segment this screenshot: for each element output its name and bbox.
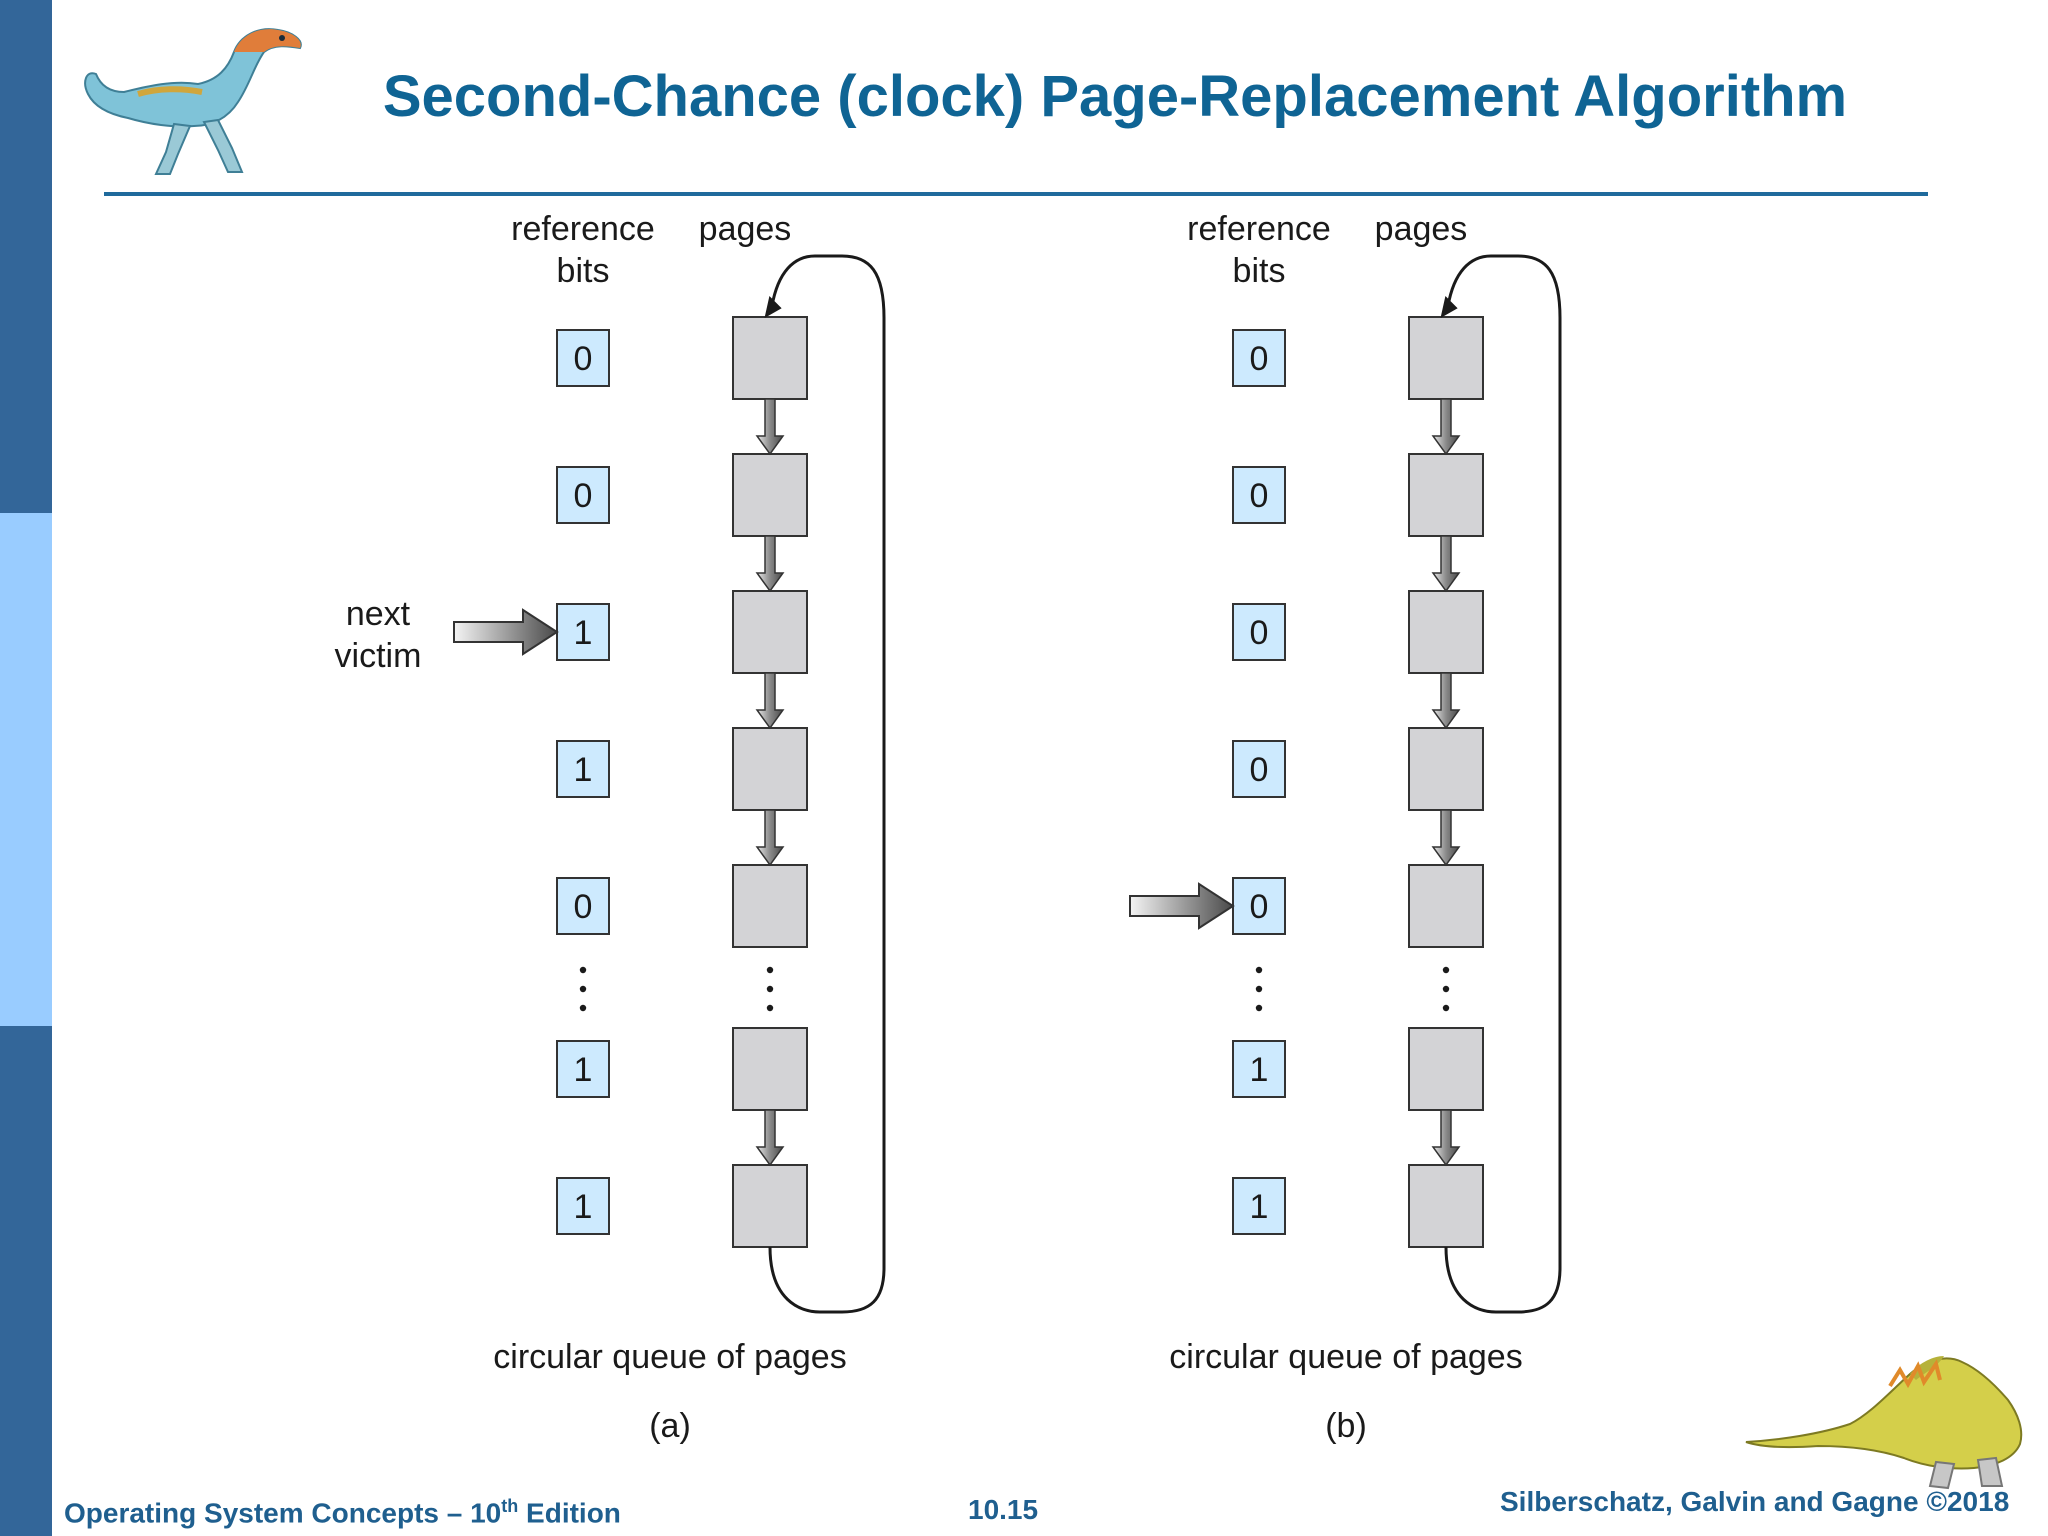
reference-bit-box bbox=[556, 603, 610, 661]
page-frame-box bbox=[732, 316, 808, 400]
reference-bit-value: 1 bbox=[574, 1188, 593, 1226]
down-arrow bbox=[1431, 1109, 1461, 1167]
page-frame-box bbox=[732, 590, 808, 674]
page-frame-box bbox=[732, 864, 808, 948]
sidebar-band-bottom bbox=[0, 1026, 52, 1536]
down-arrow bbox=[755, 809, 785, 867]
reference-bit-box bbox=[556, 1177, 610, 1235]
down-arrow bbox=[755, 398, 785, 456]
reference-bits-header: bits bbox=[557, 252, 610, 290]
page-frame-box bbox=[732, 1027, 808, 1111]
down-arrow bbox=[755, 672, 785, 730]
down-arrow bbox=[1431, 398, 1461, 456]
dinosaur-icon bbox=[1745, 1356, 2023, 1490]
page-frame-box bbox=[1408, 453, 1484, 537]
reference-bit-box bbox=[556, 1040, 610, 1098]
reference-bit-value: 1 bbox=[574, 751, 593, 789]
reference-bit-box bbox=[1232, 1040, 1286, 1098]
reference-bit-value: 0 bbox=[1250, 751, 1269, 789]
ellipsis-dot bbox=[1255, 966, 1263, 974]
page-frame-box bbox=[732, 453, 808, 537]
diagram-panel-b: reference bits pages 0 0 0 0 0 1 1 circular queue … bbox=[1129, 210, 1562, 1445]
page-frame-box bbox=[1408, 590, 1484, 674]
reference-bit-box bbox=[1232, 329, 1286, 387]
ellipsis-dot bbox=[1442, 1004, 1450, 1012]
reference-bit-box bbox=[556, 740, 610, 798]
reference-bit-box bbox=[1232, 603, 1286, 661]
reference-bit-box bbox=[556, 877, 610, 935]
reference-bits-header: reference bbox=[511, 210, 655, 248]
reference-bit-value: 0 bbox=[574, 888, 593, 926]
ellipsis-dot bbox=[766, 966, 774, 974]
title-divider bbox=[104, 192, 1928, 196]
sidebar-band-middle bbox=[0, 513, 52, 1026]
reference-bits-header: reference bbox=[1187, 210, 1331, 248]
reference-bit-value: 1 bbox=[1250, 1051, 1269, 1089]
footer-edition-superscript: th bbox=[501, 1496, 519, 1516]
circular-queue-loop bbox=[768, 254, 886, 1314]
reference-bit-box bbox=[1232, 466, 1286, 524]
ellipsis-dot bbox=[766, 1004, 774, 1012]
reference-bit-value: 1 bbox=[1250, 1188, 1269, 1226]
footer-book-title: Operating System Concepts – 10th Edition bbox=[64, 1496, 621, 1529]
footer-page-number: 10.15 bbox=[968, 1494, 1039, 1525]
panel-caption: (b) bbox=[1325, 1407, 1367, 1445]
panel-caption: (a) bbox=[649, 1407, 691, 1445]
ellipsis-dot bbox=[579, 966, 587, 974]
ellipsis-dot bbox=[1442, 985, 1450, 993]
reference-bit-value: 0 bbox=[1250, 888, 1269, 926]
next-victim-label: next bbox=[346, 595, 411, 633]
clock-hand-arrow bbox=[453, 608, 559, 656]
reference-bit-box bbox=[1232, 1177, 1286, 1235]
circular-queue-loop bbox=[1444, 254, 1562, 1314]
loop-arrowhead bbox=[1440, 296, 1458, 318]
ellipsis-dot bbox=[766, 985, 774, 993]
pages-header: pages bbox=[1375, 210, 1468, 248]
slide-title: Second-Chance (clock) Page-Replacement A… bbox=[382, 64, 1848, 129]
clock-hand-arrow bbox=[1129, 882, 1235, 930]
page-frame-box bbox=[732, 1164, 808, 1248]
next-victim-label: victim bbox=[335, 637, 422, 675]
footer-book-name: Operating System Concepts – 10 bbox=[64, 1497, 502, 1529]
page-frame-box bbox=[1408, 1164, 1484, 1248]
footer-edition-word: Edition bbox=[518, 1497, 621, 1529]
reference-bit-value: 0 bbox=[1250, 340, 1269, 378]
page-frame-box bbox=[1408, 864, 1484, 948]
ellipsis-dot bbox=[579, 985, 587, 993]
page-frame-box bbox=[1408, 1027, 1484, 1111]
dinosaur-icon bbox=[84, 28, 302, 175]
reference-bit-value: 0 bbox=[1250, 614, 1269, 652]
ellipsis-dot bbox=[579, 1004, 587, 1012]
reference-bit-value: 1 bbox=[574, 614, 593, 652]
reference-bit-box bbox=[1232, 740, 1286, 798]
pages-header: pages bbox=[699, 210, 792, 248]
reference-bit-value: 0 bbox=[574, 477, 593, 515]
loop-arrowhead bbox=[764, 296, 782, 318]
down-arrow bbox=[1431, 672, 1461, 730]
down-arrow bbox=[755, 1109, 785, 1167]
sidebar-band-top bbox=[0, 0, 52, 513]
ellipsis-dot bbox=[1255, 985, 1263, 993]
down-arrow bbox=[1431, 809, 1461, 867]
circular-queue-caption: circular queue of pages bbox=[493, 1338, 846, 1376]
reference-bit-box bbox=[556, 466, 610, 524]
page-frame-box bbox=[1408, 727, 1484, 811]
diagram-panel-a: reference bits pages 0 0 1 1 0 1 1 next victim circu… bbox=[335, 210, 886, 1445]
reference-bit-value: 0 bbox=[1250, 477, 1269, 515]
ellipsis-dot bbox=[1255, 1004, 1263, 1012]
reference-bit-value: 1 bbox=[574, 1051, 593, 1089]
reference-bit-box bbox=[556, 329, 610, 387]
circular-queue-caption: circular queue of pages bbox=[1169, 1338, 1522, 1376]
ellipsis-dot bbox=[1442, 966, 1450, 974]
page-frame-box bbox=[732, 727, 808, 811]
down-arrow bbox=[755, 535, 785, 593]
footer-authors: Silberschatz, Galvin and Gagne ©2018 bbox=[1500, 1486, 2010, 1517]
reference-bit-value: 0 bbox=[574, 340, 593, 378]
reference-bits-header: bits bbox=[1233, 252, 1286, 290]
down-arrow bbox=[1431, 535, 1461, 593]
page-frame-box bbox=[1408, 316, 1484, 400]
